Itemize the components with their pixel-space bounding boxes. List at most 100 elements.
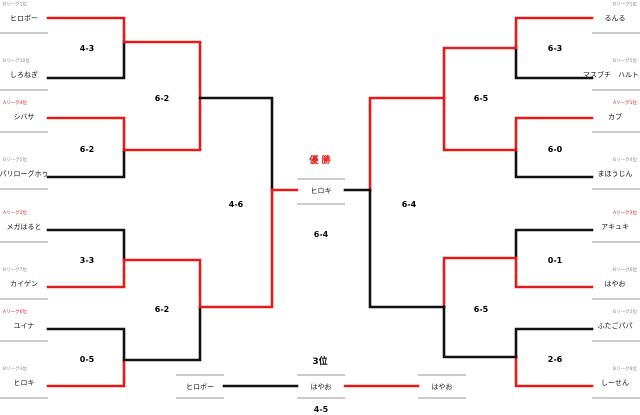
right-r1-match1-bottom bbox=[514, 46, 594, 80]
left-r1-match3-bottom bbox=[46, 258, 126, 289]
entry-name: パリローグホゥ bbox=[0, 169, 49, 178]
left-entry: Bリーグ1位 ヒロボー bbox=[3, 1, 38, 23]
entry-subtitle: Bリーグ5位 bbox=[3, 156, 27, 163]
left-r1-match3-top bbox=[46, 228, 126, 262]
right-entry: Bリーグ2位 ふたごパパ bbox=[598, 308, 638, 330]
right-r1-match2-top bbox=[514, 116, 594, 152]
entry-subtitle: Bリーグ2位 bbox=[613, 308, 637, 315]
left-entry: Aリーグ6位 ユイナ bbox=[3, 308, 34, 330]
third-place-title: 3位 bbox=[312, 355, 327, 367]
entry-name: ユイナ bbox=[14, 322, 35, 330]
third-place-center-name: はやお bbox=[311, 383, 332, 391]
right-r1-match3-top bbox=[514, 228, 594, 260]
right-r2-match1-top bbox=[442, 46, 518, 100]
scores: 4-3 6-2 3-3 0-5 6-2 6-2 4-6 6-3 6-0 0-1 … bbox=[80, 44, 563, 364]
right-entry: Aリーグ3位 アキュキ bbox=[601, 209, 637, 231]
right-r1-match3-bottom bbox=[514, 256, 594, 289]
entry-subtitle: Bリーグ1位 bbox=[613, 1, 637, 8]
champion-title: 優 勝 bbox=[308, 154, 331, 166]
entry-subtitle: Bリーグ7位 bbox=[3, 266, 27, 273]
left-entry: Bリーグ7位 カイゲン bbox=[3, 266, 38, 288]
score-left-r1: 3-3 bbox=[80, 256, 94, 265]
entry-name: ふたごパパ bbox=[598, 321, 633, 330]
entry-subtitle: Bリーグ6位 bbox=[613, 266, 637, 273]
entry-name: しろねぎ bbox=[10, 70, 38, 79]
third-place: 3位 はやお ヒロボー はやお 4-5 bbox=[176, 355, 466, 414]
right-r1-match1-top bbox=[514, 16, 594, 50]
entry-subtitle: Aリーグ4位 bbox=[3, 99, 27, 106]
entry-name: カイゲン bbox=[10, 279, 38, 288]
right-entry: Bリーグ4位 まほうじん bbox=[598, 156, 638, 178]
right-semi-top bbox=[368, 96, 446, 192]
score-right-r2: 6-5 bbox=[474, 94, 489, 103]
entry-subtitle: Bリーグ10位 bbox=[3, 57, 30, 64]
entry-name: アキュキ bbox=[601, 223, 629, 231]
entry-subtitle: Aリーグ6位 bbox=[3, 308, 27, 315]
score-right-r1: 6-3 bbox=[548, 44, 562, 53]
left-entry: Bリーグ3位 ヒロキ bbox=[3, 365, 35, 387]
final-score: 6-4 bbox=[314, 230, 329, 239]
third-place-left-name: ヒロボー bbox=[186, 383, 214, 391]
entry-name: るんる bbox=[605, 15, 626, 23]
right-r1-match2-bottom bbox=[514, 148, 594, 179]
left-r2-match1-bottom bbox=[122, 96, 202, 152]
entry-subtitle: Aリーグ2位 bbox=[3, 209, 27, 216]
entry-subtitle: Bリーグ8位 bbox=[613, 365, 637, 372]
left-entry: Aリーグ4位 シバサ bbox=[3, 99, 34, 121]
right-semi-bottom bbox=[368, 188, 446, 309]
entry-subtitle: Aリーグ3位 bbox=[613, 209, 637, 216]
left-r2-match1-top bbox=[122, 40, 202, 100]
score-right-r2: 6-5 bbox=[474, 305, 489, 314]
bracket-lines bbox=[46, 16, 594, 388]
right-entry: Bリーグ6位 はやお bbox=[605, 266, 638, 288]
left-r2-match2-top bbox=[122, 258, 202, 309]
right-entry: Bリーグ5位 マスブチ ハルト bbox=[583, 57, 639, 79]
third-place-score: 4-5 bbox=[314, 405, 329, 414]
right-r2-match1-bottom bbox=[442, 96, 518, 152]
left-semi-bottom bbox=[198, 188, 274, 309]
third-place-right-name: はやお bbox=[432, 383, 453, 391]
entry-subtitle: Aリーグ1位 bbox=[613, 99, 637, 106]
score-right-r1: 0-1 bbox=[548, 256, 563, 265]
entry-subtitle: Bリーグ4位 bbox=[613, 156, 637, 163]
right-r2-match2-top bbox=[442, 256, 518, 309]
right-dividers bbox=[592, 32, 640, 399]
left-r1-match2-bottom bbox=[46, 148, 126, 179]
score-left-r1: 4-3 bbox=[80, 44, 94, 53]
score-left-r2: 6-2 bbox=[155, 94, 169, 103]
left-r1-match4-bottom bbox=[46, 358, 126, 388]
entry-name: ヒロボー bbox=[10, 15, 38, 23]
entry-subtitle: Bリーグ3位 bbox=[3, 365, 27, 372]
score-left-r1: 0-5 bbox=[80, 355, 95, 364]
score-left-semi: 4-6 bbox=[229, 200, 244, 209]
entry-subtitle: Bリーグ5位 bbox=[613, 57, 637, 64]
entry-name: シバサ bbox=[14, 113, 35, 121]
champion-name: ヒロキ bbox=[311, 187, 332, 195]
entry-name: しーせん bbox=[601, 379, 629, 387]
left-semi-top bbox=[198, 96, 274, 192]
right-r1-match4-top bbox=[514, 327, 594, 359]
left-r1-match1-bottom bbox=[46, 40, 126, 80]
score-right-semi: 6-4 bbox=[402, 200, 417, 209]
entry-name: マスブチ ハルト bbox=[583, 70, 639, 79]
left-entry: Aリーグ2位 メガはると bbox=[3, 209, 42, 231]
right-entry: Bリーグ8位 しーせん bbox=[601, 365, 637, 387]
left-dividers bbox=[0, 32, 48, 399]
left-r1-match2-top bbox=[46, 116, 126, 152]
left-r2-match2-bottom bbox=[122, 305, 202, 362]
right-r2-match2-bottom bbox=[442, 305, 518, 359]
score-right-r1: 6-0 bbox=[548, 145, 563, 154]
left-entry: Bリーグ10位 しろねぎ bbox=[3, 57, 38, 79]
entry-name: ヒロキ bbox=[14, 379, 35, 387]
left-r1-match4-top bbox=[46, 327, 126, 362]
right-entry: Aリーグ1位 カブ bbox=[608, 99, 637, 121]
entry-name: はやお bbox=[605, 280, 626, 288]
right-entry: Bリーグ1位 るんる bbox=[605, 1, 638, 23]
score-right-r1: 2-6 bbox=[548, 355, 563, 364]
left-entry: Bリーグ5位 パリローグホゥ bbox=[0, 156, 49, 178]
entry-subtitle: Bリーグ1位 bbox=[3, 1, 27, 8]
score-left-r2: 6-2 bbox=[155, 305, 169, 314]
entry-name: カブ bbox=[608, 112, 622, 121]
score-left-r1: 6-2 bbox=[80, 145, 94, 154]
